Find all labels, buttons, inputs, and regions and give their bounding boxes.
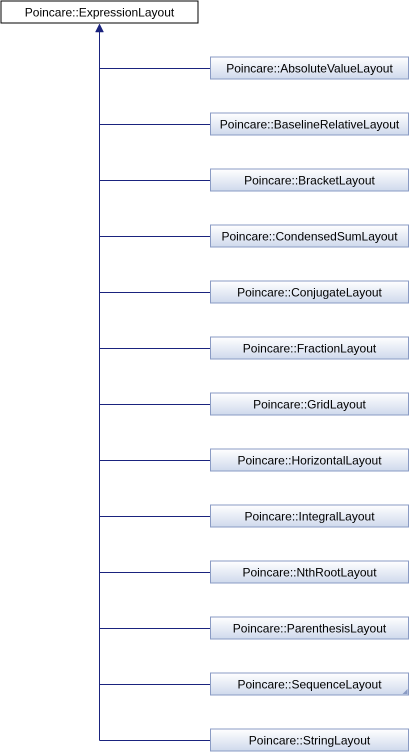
derived-class-box [210, 336, 409, 360]
derived-class-box [210, 728, 409, 752]
base-class-label: Poincare::ExpressionLayout [25, 6, 175, 20]
derived-class-label: Poincare::HorizontalLayout [237, 454, 382, 468]
derived-class-node[interactable]: Poincare::CondensedSumLayout [210, 224, 409, 248]
derived-class-label: Poincare::SequenceLayout [237, 678, 382, 692]
derived-class-node[interactable]: Poincare::ConjugateLayout [210, 280, 409, 304]
derived-class-box [210, 168, 409, 192]
derived-class-node[interactable]: Poincare::BracketLayout [210, 168, 409, 192]
derived-class-node[interactable]: Poincare::SequenceLayout [210, 672, 409, 696]
derived-class-label: Poincare::ParenthesisLayout [233, 622, 387, 636]
derived-class-label: Poincare::NthRootLayout [242, 566, 377, 580]
derived-class-box [210, 56, 409, 80]
derived-class-node[interactable]: Poincare::NthRootLayout [210, 560, 409, 584]
derived-class-node[interactable]: Poincare::GridLayout [210, 392, 409, 416]
inheritance-arrowhead [95, 23, 104, 33]
derived-class-node[interactable]: Poincare::StringLayout [210, 728, 409, 752]
derived-class-label: Poincare::BracketLayout [244, 174, 375, 188]
derived-class-box [210, 392, 409, 416]
derived-class-label: Poincare::FractionLayout [243, 342, 377, 356]
derived-class-label: Poincare::ConjugateLayout [237, 286, 382, 300]
derived-class-box [210, 280, 409, 304]
more-subclasses-corner-icon [402, 689, 408, 694]
inheritance-edges [99, 32, 210, 741]
derived-class-label: Poincare::AbsoluteValueLayout [226, 62, 393, 76]
derived-class-box [210, 448, 409, 472]
derived-class-node[interactable]: Poincare::ParenthesisLayout [210, 616, 409, 640]
derived-class-box [210, 560, 409, 584]
derived-class-node[interactable]: Poincare::BaselineRelativeLayout [210, 112, 409, 136]
derived-class-box [210, 112, 409, 136]
derived-class-box [210, 616, 409, 640]
derived-class-nodes: Poincare::AbsoluteValueLayoutPoincare::B… [210, 56, 409, 752]
derived-class-node[interactable]: Poincare::IntegralLayout [210, 504, 409, 528]
derived-class-label: Poincare::GridLayout [253, 398, 366, 412]
derived-class-node[interactable]: Poincare::AbsoluteValueLayout [210, 56, 409, 80]
derived-class-node[interactable]: Poincare::HorizontalLayout [210, 448, 409, 472]
derived-class-label: Poincare::StringLayout [249, 734, 371, 748]
base-class-box [0, 0, 199, 24]
derived-class-node[interactable]: Poincare::FractionLayout [210, 336, 409, 360]
derived-class-box [210, 504, 409, 528]
derived-class-label: Poincare::CondensedSumLayout [221, 230, 398, 244]
derived-class-box [210, 672, 409, 696]
derived-class-label: Poincare::BaselineRelativeLayout [220, 118, 400, 132]
base-class-node[interactable]: Poincare::ExpressionLayout [0, 0, 199, 24]
derived-class-box [210, 224, 409, 248]
derived-class-label: Poincare::IntegralLayout [244, 510, 375, 524]
